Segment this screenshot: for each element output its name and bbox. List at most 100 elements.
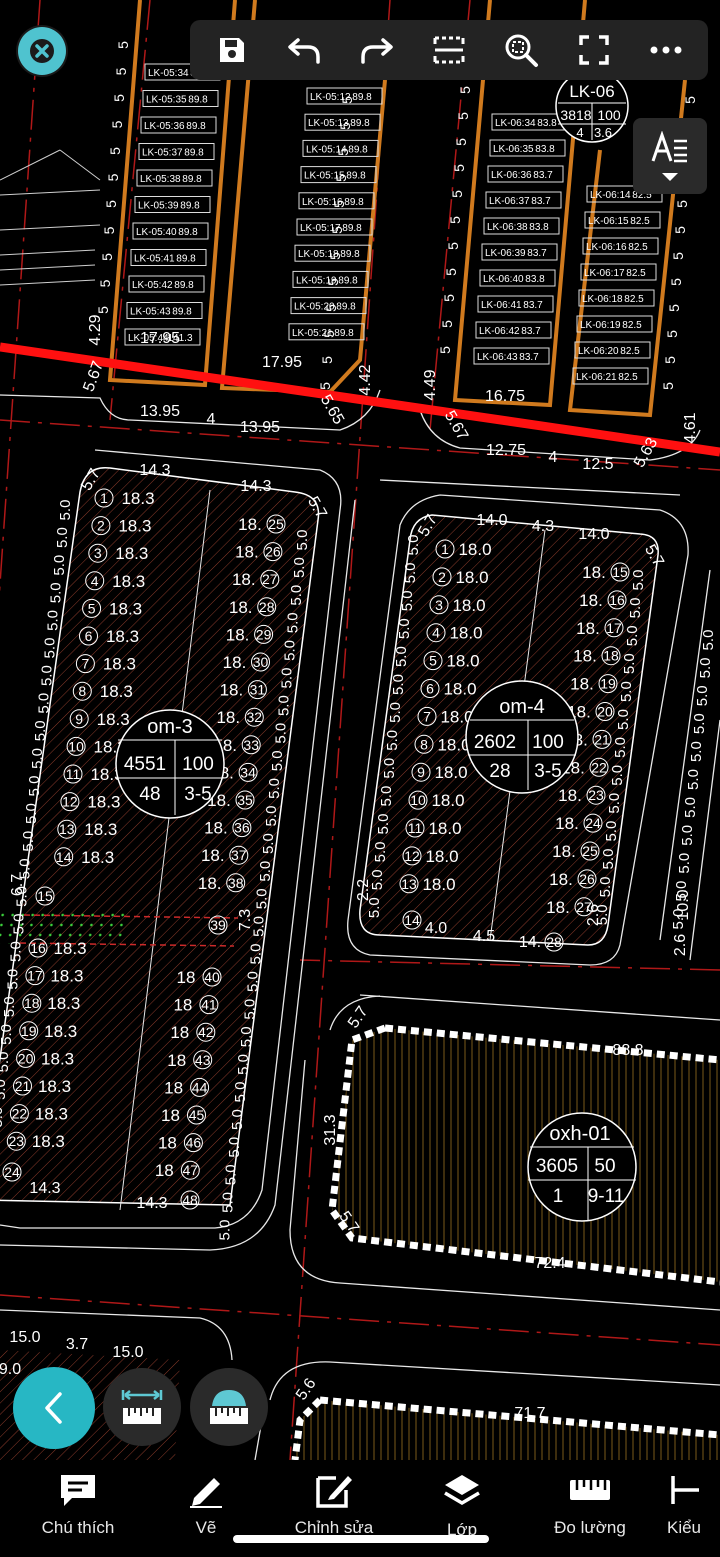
om-3-lot-depth-right: 18. [201, 846, 225, 865]
undo-icon [288, 38, 321, 64]
lk05-mid-lot-id: LK-05:16 [302, 197, 343, 208]
om-3-lot-circle [60, 792, 80, 812]
om-4-side-dim: 5.0 [612, 737, 629, 758]
lk05-frontage: 5 [103, 200, 119, 208]
lk05-left-lot-id: LK-05:37 [142, 148, 183, 159]
om-3-lot-number: 25 [268, 516, 284, 532]
om-4-lot-depth: 18.0 [422, 875, 455, 894]
nav-annotation[interactable]: Chú thích [14, 1460, 142, 1538]
lk05-left-lot-id: LK-05:39 [138, 201, 179, 212]
om-3-lot-number: 3 [94, 545, 102, 561]
om-3-lot-circle [85, 571, 105, 591]
zoom-fit-button[interactable] [495, 24, 547, 76]
svg-text:9-11: 9-11 [588, 1186, 625, 1207]
svg-text:4.0: 4.0 [425, 920, 447, 937]
linear-measure-button[interactable] [103, 1368, 181, 1446]
svg-text:5.7: 5.7 [345, 1003, 372, 1031]
lk05-left-lot-id: LK-05:38 [140, 174, 181, 185]
om-4-lot-circle [420, 679, 440, 698]
om-3-side-dim: 5.0 [241, 999, 258, 1020]
zoom-fit-icon [505, 34, 539, 67]
om-3-lot-circle [82, 598, 102, 618]
undo-button[interactable] [278, 24, 330, 76]
lk06-left-lot-area: 83.8 [529, 222, 549, 233]
lk06-right-frontage: 5 [672, 226, 688, 234]
om-4-lot-circle [607, 590, 627, 610]
lk05-left-lot-id: LK-05:36 [144, 121, 185, 132]
far-right-side-dim: 5.0 [676, 853, 693, 874]
svg-text:1: 1 [553, 1186, 564, 1207]
lk05-mid-frontage: 5 [319, 356, 335, 364]
om-4-side-dim: 5.0 [630, 570, 647, 591]
om-3-side-dim: 5.0 [294, 530, 311, 551]
lk05-mid-lot-box [300, 166, 377, 184]
svg-text:2602: 2602 [474, 732, 516, 753]
om-4-lot-circle [435, 539, 455, 559]
om-3-lot-depth: 18.3 [32, 1132, 65, 1151]
om-4-side-dim: 5.0 [624, 625, 641, 646]
close-button[interactable] [18, 27, 66, 75]
lk06-right-lot-id: LK-06:14 [590, 190, 631, 201]
om-3-lot-number: 8 [78, 683, 86, 699]
lk06-left-lot-box [483, 217, 560, 235]
nav-edit[interactable]: Chỉnh sửa [270, 1460, 398, 1538]
lk06-frontage: 5 [455, 112, 471, 120]
redo-button[interactable] [351, 24, 403, 76]
om-4-lot-number: 8 [420, 736, 428, 752]
om-4-lot-number: 26 [579, 871, 595, 887]
om-4-lot-depth: 18.0 [449, 624, 482, 643]
text-style-button[interactable] [633, 118, 707, 194]
svg-text:17.95: 17.95 [140, 330, 180, 347]
lk05-left-lot-area: 89.8 [172, 307, 192, 318]
om-3-side-dim: 5.0 [0, 1024, 15, 1045]
lk06-right-lot-id: LK-06:16 [586, 242, 627, 253]
lk05-left-lot-box [140, 116, 217, 134]
lk05-mid-lot-id: LK-05:19 [296, 275, 337, 286]
save-icon [220, 38, 245, 62]
om-4-lot-number: 6 [426, 681, 434, 697]
om-4-lot-circle [595, 702, 615, 721]
om-3-lot-number: 14 [56, 849, 72, 865]
om-4-lot-depth-right: 18. [555, 814, 579, 833]
om-3-side-dim: 5.0 [248, 944, 265, 965]
om-3-lot-number: 47 [183, 1162, 199, 1178]
nav-draw[interactable]: Vẽ [142, 1460, 270, 1538]
om-3-lot-depth: 18.3 [47, 994, 80, 1013]
om-3-lot-circle [263, 542, 283, 562]
save-button[interactable] [206, 24, 258, 76]
svg-text:4.3: 4.3 [532, 518, 554, 535]
lk06-frontage: 5 [437, 346, 453, 354]
cad-drawing-canvas[interactable]: LK-05:3489.8LK-05:3589.8LK-05:3689.8LK-0… [0, 0, 720, 1460]
lk05-left-lot-id: LK-05:34 [148, 68, 189, 79]
lk05-frontage: 5 [105, 173, 121, 181]
lk06-right-frontage: 5 [670, 252, 686, 260]
svg-text:3818: 3818 [560, 107, 591, 123]
collapse-tools-button[interactable] [13, 1367, 95, 1449]
more-button[interactable] [640, 24, 692, 76]
om-4-side-dim: 5.0 [399, 590, 416, 611]
lk06-frontage: 5 [457, 86, 473, 94]
nav-layers[interactable]: Lớp [398, 1460, 526, 1540]
lk06-right-lot-box [574, 341, 651, 359]
om-3-lot-circle [79, 626, 98, 646]
fullscreen-button[interactable] [568, 24, 620, 76]
om-3-lot-depth: 18.3 [87, 793, 120, 812]
crop-region-button[interactable] [423, 24, 475, 76]
om-4-lot-depth: 18.0 [452, 596, 485, 615]
nav-measure[interactable]: Đo lường [526, 1460, 654, 1538]
lk05-left-lot-id: LK-05:44 [128, 333, 169, 344]
om-4-lot-number: 9 [417, 764, 425, 780]
nav-style[interactable]: Kiểu [654, 1460, 714, 1538]
om-4-side-dim: 5.0 [396, 618, 413, 639]
lk05-left-lot-id: LK-05:43 [130, 307, 171, 318]
om-3-side-dim: 5.0 [4, 969, 21, 990]
svg-text:13.95: 13.95 [140, 403, 180, 420]
om-4-side-dim: 5.0 [618, 681, 635, 702]
more-icon [650, 46, 682, 54]
om-3-lot-circle [19, 1021, 39, 1041]
area-measure-button[interactable] [190, 1368, 268, 1446]
svg-text:LK-06: LK-06 [569, 82, 614, 101]
lk05-left-lot-box [130, 249, 207, 266]
om-4-lot-circle [574, 897, 594, 917]
lk05-mid-lot-box [290, 297, 367, 315]
